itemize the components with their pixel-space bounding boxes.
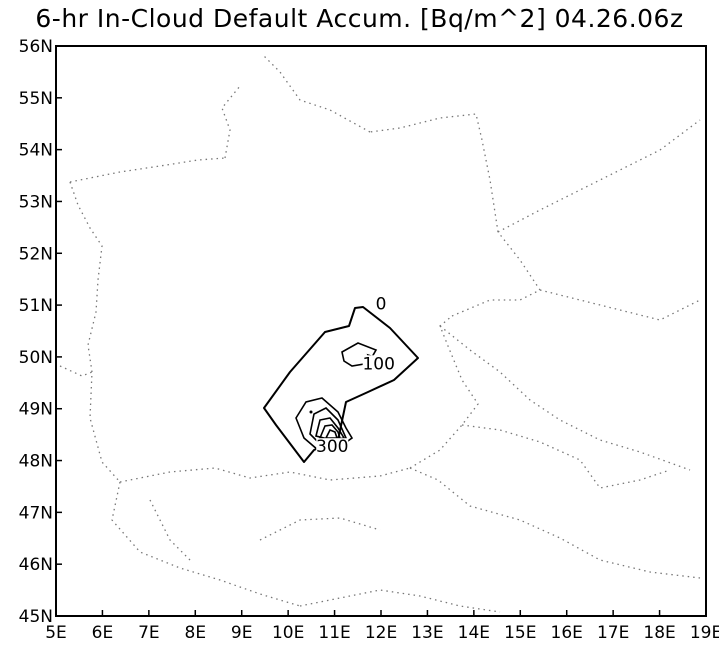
- contour-labels: 0 100 300: [316, 295, 395, 458]
- x-tick-label: 9E: [231, 623, 253, 643]
- x-tick-label: 8E: [185, 623, 207, 643]
- y-tick-label: 56N: [19, 37, 53, 57]
- contour-line-inner-3: [324, 428, 339, 439]
- y-tick-label: 50N: [19, 348, 53, 368]
- contour-label-bg: [362, 355, 395, 372]
- y-tick-label: 46N: [19, 555, 53, 575]
- contour-line-200: [295, 397, 354, 451]
- y-tick-label: 53N: [19, 192, 53, 212]
- map-title: 6-hr In-Cloud Default Accum. [Bq/m^2] 04…: [35, 4, 684, 33]
- y-tick-label: 49N: [19, 400, 53, 420]
- x-tick-label: 17E: [597, 623, 629, 643]
- plot-frame: [55, 45, 707, 617]
- contour-label: 300: [316, 437, 348, 457]
- y-axis: 45N 46N 47N 48N 49N 50N 51N 52N 53N 54N 55N 56N: [19, 37, 62, 627]
- x-tick-label: 7E: [138, 623, 160, 643]
- x-tick-label: 13E: [411, 623, 443, 643]
- x-tick-label: 6E: [92, 623, 114, 643]
- political-borders: [59, 53, 701, 613]
- y-tick-label: 54N: [19, 141, 53, 161]
- contour-label-bg: [316, 438, 349, 455]
- x-tick-label: 10E: [272, 623, 304, 643]
- x-tick-label: 15E: [504, 623, 536, 643]
- contour-line-0: [263, 306, 419, 463]
- contour-label: 100: [362, 354, 394, 374]
- x-tick-label: 18E: [643, 623, 675, 643]
- y-tick-label: 52N: [19, 244, 53, 264]
- x-tick-label: 5E: [45, 623, 67, 643]
- contour-dot: [309, 410, 313, 414]
- y-tick-label: 51N: [19, 296, 53, 316]
- y-tick-label: 48N: [19, 452, 53, 472]
- contour-label: 0: [376, 295, 387, 315]
- y-tick-label: 45N: [19, 607, 53, 627]
- x-tick-label: 16E: [551, 623, 583, 643]
- x-axis: 5E 6E 7E 8E 9E 10E 11E 12E 13E 14E 15E 16E 17E 18E 19E: [45, 610, 719, 643]
- x-tick-label: 14E: [458, 623, 490, 643]
- y-tick-label: 55N: [19, 89, 53, 109]
- x-tick-label: 19E: [690, 623, 719, 643]
- y-tick-label: 47N: [19, 503, 53, 523]
- contour-label-bg: [375, 295, 387, 312]
- x-tick-label: 11E: [318, 623, 350, 643]
- x-tick-label: 12E: [365, 623, 397, 643]
